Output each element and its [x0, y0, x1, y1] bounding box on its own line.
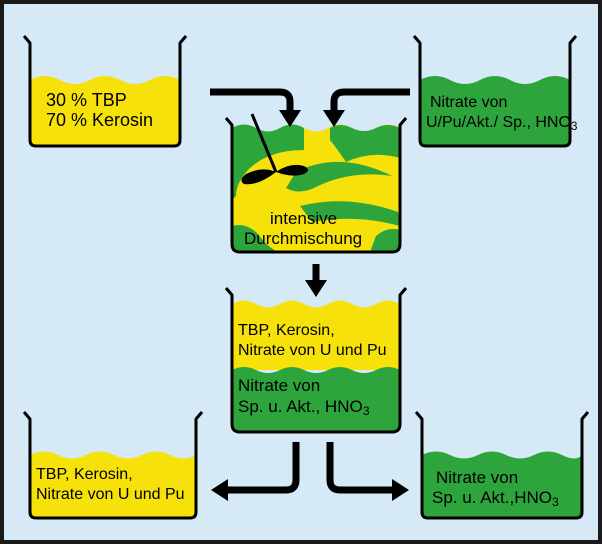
mixer-green-bottom [232, 225, 278, 252]
feed-beaker-outline [412, 35, 578, 148]
mixer-label-line2: Durchmischung [244, 229, 363, 248]
mixer-green-swirl-lower [300, 201, 400, 226]
arrow-solvent-to-mixer [210, 88, 301, 127]
solvent-liquid [30, 76, 180, 146]
mixer-green-swirl-left [232, 124, 304, 200]
mixer-green-swirl-right [330, 125, 400, 162]
aqueous-output-label-line2: Sp. u. Akt.,HNO3 [432, 488, 559, 510]
stirrer-blade-right [276, 164, 308, 176]
aqueous-output-beaker-outline [414, 411, 590, 520]
mixer-green-swirl-mid [286, 161, 392, 192]
arrow-feed-to-mixer [323, 88, 410, 127]
mixer-label-line1: intensive [270, 209, 338, 228]
solvent-beaker-outline [22, 35, 188, 148]
stirrer-blade-left [241, 169, 276, 185]
settler-beaker-outline [224, 287, 408, 434]
feed-label-line1: Nitrate von [430, 94, 508, 111]
mixer-green-bottom-right [370, 228, 400, 252]
solvent-label-line1: 30 % TBP [46, 90, 127, 110]
stirrer-shaft [250, 113, 278, 173]
settler-aqueous-label-line1: Nitrate von [238, 376, 321, 395]
mixer-beaker-outline [224, 117, 408, 254]
settler-organic-label-line2: Nitrate von U und Pu [238, 342, 387, 359]
organic-output-label-line2: Nitrate von U und Pu [36, 486, 185, 503]
settler-organic-label-line1: TBP, Kerosin, [238, 322, 335, 339]
solvent-beaker [22, 35, 188, 148]
solvent-label-line2: 70 % Kerosin [46, 110, 154, 130]
settler-aqueous-phase [232, 367, 400, 432]
arrow-settler-to-organic-output [211, 442, 300, 501]
arrow-mixer-to-settler [305, 264, 327, 297]
feed-liquid [420, 76, 570, 146]
arrow-settler-to-aqueous-output [326, 442, 409, 501]
organic-output-beaker [22, 411, 204, 520]
settler-aqueous-label-line2: Sp. u. Akt., HNO3 [238, 397, 370, 419]
feed-label-line2: U/Pu/Akt./ Sp., HNO3 [426, 114, 578, 133]
aqueous-output-liquid [422, 451, 582, 518]
settler-beaker [224, 287, 408, 434]
aqueous-output-beaker [414, 411, 590, 520]
mixer-beaker [224, 113, 408, 254]
organic-output-beaker-outline [22, 411, 204, 520]
organic-output-label-line1: TBP, Kerosin, [36, 466, 133, 483]
organic-output-liquid [30, 451, 196, 518]
settler-organic-phase [232, 300, 400, 370]
feed-beaker [412, 35, 578, 148]
aqueous-output-label-line1: Nitrate von [436, 468, 519, 487]
